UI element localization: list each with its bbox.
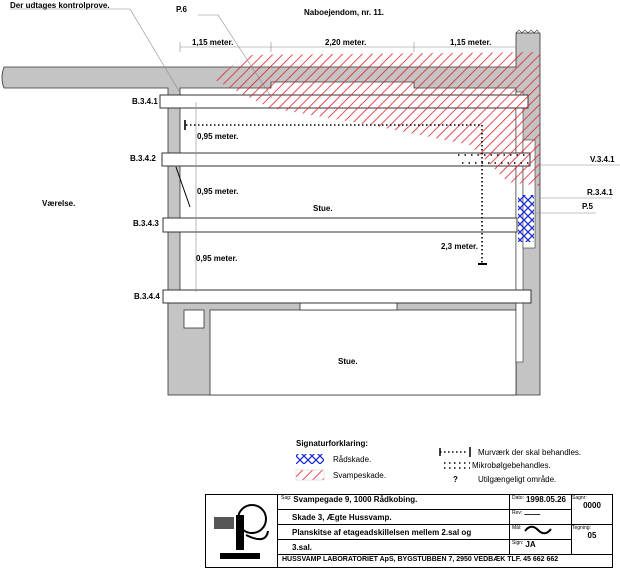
sagnr-label: Sagnr: [572, 495, 587, 501]
rev-value: —— [524, 510, 541, 519]
beam-b342 [161, 152, 531, 167]
fungus-swatch [295, 469, 325, 481]
fungus-damage-area [215, 52, 540, 186]
microwave-dots [458, 154, 530, 164]
tegning-label: Tegning: [572, 525, 591, 531]
room-vaerelse: Værelse. [42, 199, 75, 208]
company-footer: HUSSVAMP LABORATORIET ApS, BYGSTUBBEN 7,… [282, 556, 559, 563]
masonry-treatment-line [186, 124, 483, 263]
scale-wave-icon [524, 525, 553, 535]
dim-top-3: 1,15 meter. [450, 38, 491, 47]
legend-microwave: Mikrobølgebehandles. [472, 461, 551, 470]
rev-label: Rev: [512, 510, 523, 516]
beam-b344 [162, 289, 532, 304]
tegning-value: 05 [587, 531, 597, 540]
neighbour-label: Naboejendom, nr. 11. [304, 8, 384, 17]
rot-damage-area [518, 195, 534, 242]
legend-fungus: Svampeskade. [333, 471, 386, 480]
sample-note: Der udtages kontrolprove. [10, 1, 110, 10]
microscope-logo [206, 495, 278, 567]
sagnr-value: 0000 [583, 501, 601, 510]
title-block: Sag:Svampegade 9, 1000 Rådkobing. Skade … [205, 494, 613, 568]
dim-top-1: 1,15 meter. [192, 38, 233, 47]
description-line2: 3.sal. [278, 540, 510, 555]
p6-label: P.6 [176, 5, 188, 14]
legend-rot: Rådskade. [333, 455, 371, 464]
legend-title: Signaturforklaring: [296, 439, 368, 448]
floor-plan: Der udtages kontrolprove. P.6 Naboejendo… [1, 1, 620, 484]
beam-label-2: B.3.4.2 [130, 154, 156, 163]
beam-label-3: B.3.4.3 [133, 219, 159, 228]
scale-label: Mål: [512, 525, 522, 531]
dim-top-2: 2,20 meter. [325, 38, 366, 47]
beam-label-4: B.3.4.4 [134, 292, 160, 301]
beam-b343 [162, 217, 518, 233]
legend-masonry: Murværk der skal behandles. [478, 448, 581, 457]
microwave-swatch [444, 462, 470, 469]
damage-line: Skade 3, Ægte Hussvamp. [278, 510, 510, 525]
legend: Signaturforklaring: Rådskade. Svampeskad… [295, 439, 581, 484]
room-stue-lower: Stue. [338, 357, 358, 366]
dim-vertical-1: 0,95 meter. [197, 132, 238, 141]
room-stue: Stue. [313, 204, 333, 213]
dim-vertical-3: 0,95 meter. [196, 254, 237, 263]
date-label: Dato: [512, 495, 524, 501]
beam-label-1: B.3.4.1 [132, 97, 158, 106]
v341-label: V.3.4.1 [590, 155, 615, 164]
rot-swatch [296, 454, 324, 464]
description-line1: Planskitse af etageadskillelsen mellem 2… [278, 525, 510, 540]
sag-label: Sag: [281, 495, 292, 501]
sign-label: Sign: [512, 540, 524, 546]
inaccessible-symbol: ? [453, 475, 458, 484]
r341-label: R.3.4.1 [587, 188, 613, 197]
case-address: Svampegade 9, 1000 Rådkobing. [293, 495, 418, 504]
date-value: 1998.05.26 [525, 495, 566, 504]
dim-dotted: 2,3 meter. [441, 242, 478, 251]
dim-vertical-2: 0,95 meter. [197, 187, 238, 196]
p5-label: P.5 [582, 202, 594, 211]
legend-inaccessible: Utilgængeligt område. [478, 475, 556, 484]
sign-value: JA [525, 540, 536, 549]
